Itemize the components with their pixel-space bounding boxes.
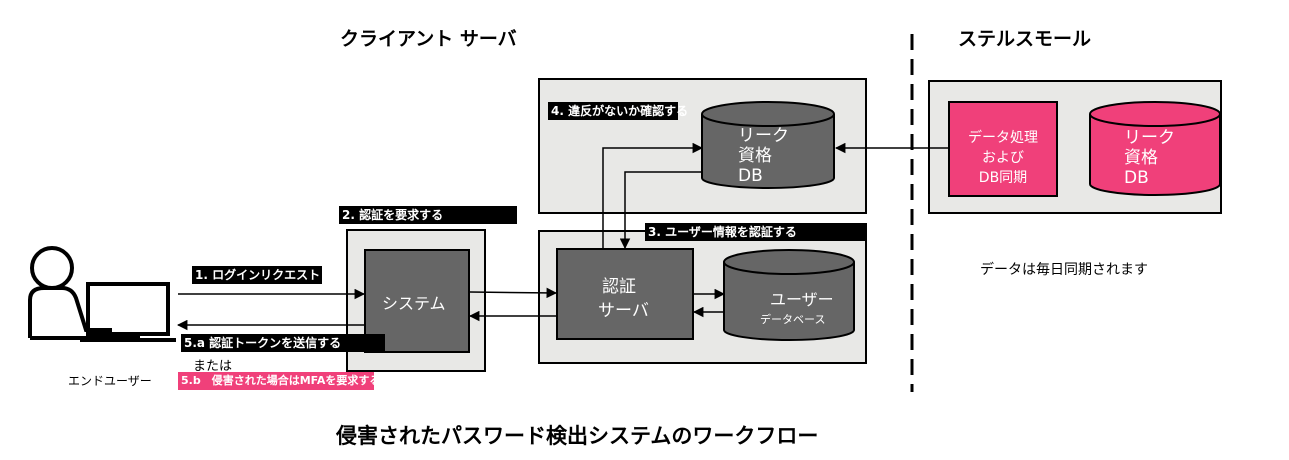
leak-db-label-line3: DB xyxy=(738,166,763,186)
auth-server-label-line1: 認証 xyxy=(602,277,636,297)
data-sync-node: データ処理 および DB同期 xyxy=(948,101,1058,197)
step2-label: 2. 認証を要求する xyxy=(339,206,517,224)
leak-db-label-line2: 資格 xyxy=(738,146,772,166)
diagram-caption: 侵害されたパスワード検出システムのワークフロー xyxy=(336,424,819,448)
user-person-icon xyxy=(28,246,140,340)
leak-db-cylinder xyxy=(701,101,835,189)
arrow-system-to-auth xyxy=(469,287,558,299)
step5a-label: 5.a 認証トークンを送信する xyxy=(181,334,385,352)
user-db-label-line2: データベース xyxy=(760,313,826,326)
step5a-or-label: または xyxy=(193,359,233,374)
sm-leak-db-cylinder xyxy=(1089,101,1221,196)
sm-leak-db-label-line1: リーク xyxy=(1124,128,1175,148)
sync-label-line1: データ処理 xyxy=(968,130,1038,146)
system-label: システム xyxy=(382,294,446,313)
leak-db-label-line1: リーク xyxy=(738,126,789,146)
sync-label-line2: および xyxy=(982,150,1024,166)
user-db-label-line1: ユーザー xyxy=(770,290,834,309)
leak-db-label: リーク 資格 DB xyxy=(738,126,789,186)
auth-server-label-line2: サーバ xyxy=(598,301,649,321)
laptop-icon xyxy=(80,282,176,342)
sync-label-line3: DB同期 xyxy=(978,170,1028,186)
sm-leak-db-label-line3: DB xyxy=(1124,168,1149,188)
arrow-leakdb-to-auth xyxy=(619,171,702,250)
arrow-auth-to-leakdb xyxy=(602,142,704,248)
client-server-heading: クライアント サーバ xyxy=(340,28,517,50)
auth-server-node: 認証 サーバ xyxy=(556,248,694,340)
step1-label: 1. ログインリクエスト xyxy=(192,266,322,284)
end-user-label: エンドユーザー xyxy=(68,374,152,388)
step3-label: 3. ユーザー情報を認証する xyxy=(645,223,867,241)
sm-leak-db-label-line2: 資格 xyxy=(1124,148,1158,168)
sm-leak-db-label: リーク 資格 DB xyxy=(1124,128,1175,188)
user-db-cylinder xyxy=(723,249,855,341)
daily-sync-note: データは毎日同期されます xyxy=(980,262,1148,278)
stealth-mole-heading: ステルスモール xyxy=(958,28,1092,50)
step4-label: 4. 違反がないか確認する xyxy=(548,102,688,120)
step5b-label: 5.b 侵害された場合はMFAを要求する xyxy=(178,372,380,390)
